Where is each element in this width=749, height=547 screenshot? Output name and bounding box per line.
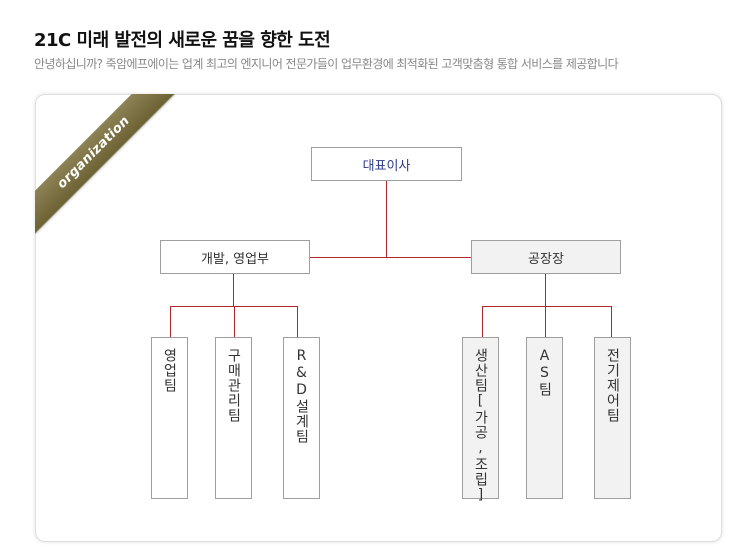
team-electric-control: 전기제어팀 bbox=[594, 337, 631, 499]
team-label: AS팀 bbox=[536, 348, 553, 397]
team-label: 영업팀 bbox=[161, 348, 178, 393]
team-label: 구매관리팀 bbox=[225, 348, 242, 423]
team-label: 전기제어팀 bbox=[604, 348, 621, 423]
page-subtitle: 안녕하십니까? 죽암에프에이는 업계 최고의 엔지니어 전문가들이 업무환경에 … bbox=[34, 57, 619, 71]
team-as: AS팀 bbox=[526, 337, 563, 499]
ceo-label: 대표이사 bbox=[362, 158, 411, 174]
team-purchasing: 구매관리팀 bbox=[215, 337, 252, 499]
team-sales: 영업팀 bbox=[151, 337, 188, 499]
division-label: 공장장 bbox=[528, 251, 564, 267]
team-label: R&D설계팀 bbox=[293, 348, 310, 444]
team-production: 생산팀[가공,조립] bbox=[462, 337, 499, 504]
team-label: 생산팀[가공,조립] bbox=[472, 348, 489, 504]
division-factory: 공장장 bbox=[471, 240, 621, 274]
division-dev-sales: 개발, 영업부 bbox=[160, 240, 310, 274]
page-title: 21C 미래 발전의 새로운 꿈을 향한 도전 bbox=[34, 30, 331, 51]
ceo-box: 대표이사 bbox=[311, 147, 462, 181]
division-label: 개발, 영업부 bbox=[200, 251, 270, 267]
team-rnd-design: R&D설계팀 bbox=[283, 337, 320, 499]
